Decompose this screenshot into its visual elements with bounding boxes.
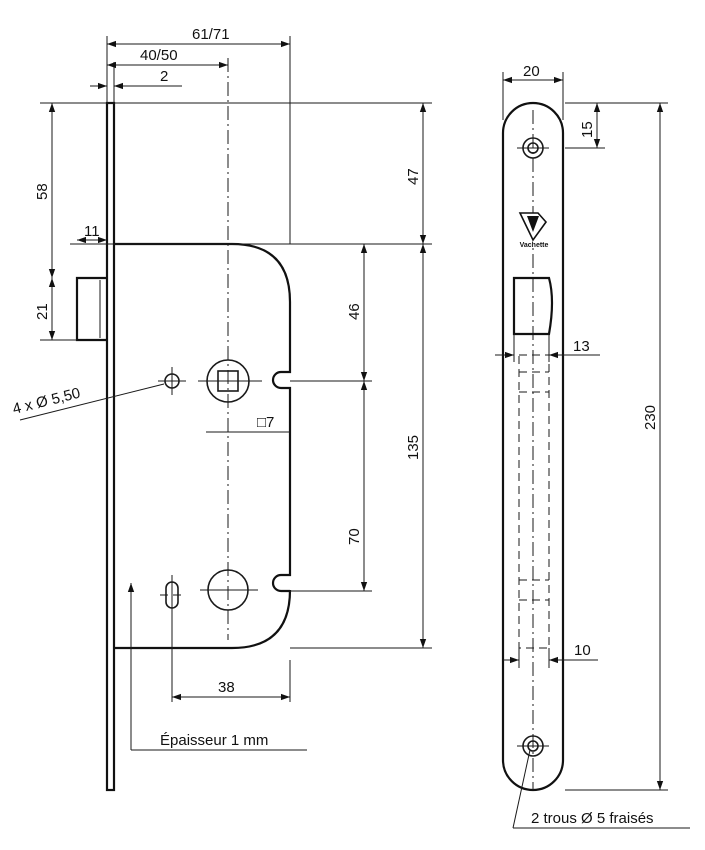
dim-58: 58: [34, 183, 51, 200]
note-holes: 2 trous Ø 5 fraisés: [531, 810, 654, 827]
vachette-logo: Vachette: [516, 212, 552, 249]
side-body: [518, 354, 550, 649]
dim-70: 70: [346, 528, 363, 545]
svg-text:Vachette: Vachette: [520, 242, 549, 249]
dim-135: 135: [405, 435, 422, 460]
dim-21: 21: [34, 303, 51, 320]
dim-61-71: 61/71: [192, 26, 230, 43]
dim-20: 20: [523, 63, 540, 80]
dim-2: 2: [160, 68, 168, 85]
side-view: Vachette 20 15 230 13: [495, 63, 690, 829]
dim-11: 11: [84, 223, 100, 240]
dim-230: 230: [642, 405, 659, 430]
lock-case: [114, 242, 292, 650]
dim-38: 38: [218, 679, 235, 696]
side-faceplate: [501, 101, 565, 792]
dim-square-7: □7: [257, 414, 274, 431]
dim-40-50: 40/50: [140, 47, 178, 64]
dim-15: 15: [579, 121, 596, 138]
dim-46: 46: [346, 303, 363, 320]
dim-47: 47: [405, 168, 422, 185]
note-thickness: Épaisseur 1 mm: [160, 732, 268, 749]
latch-bolt: [75, 276, 107, 342]
dim-10: 10: [574, 642, 591, 659]
faceplate: [105, 101, 116, 792]
dim-13: 13: [573, 338, 590, 355]
side-latch: [512, 276, 554, 336]
front-view: 61/71 40/50 2 58 11 21 47 135 46 70 □7 4…: [11, 26, 432, 792]
